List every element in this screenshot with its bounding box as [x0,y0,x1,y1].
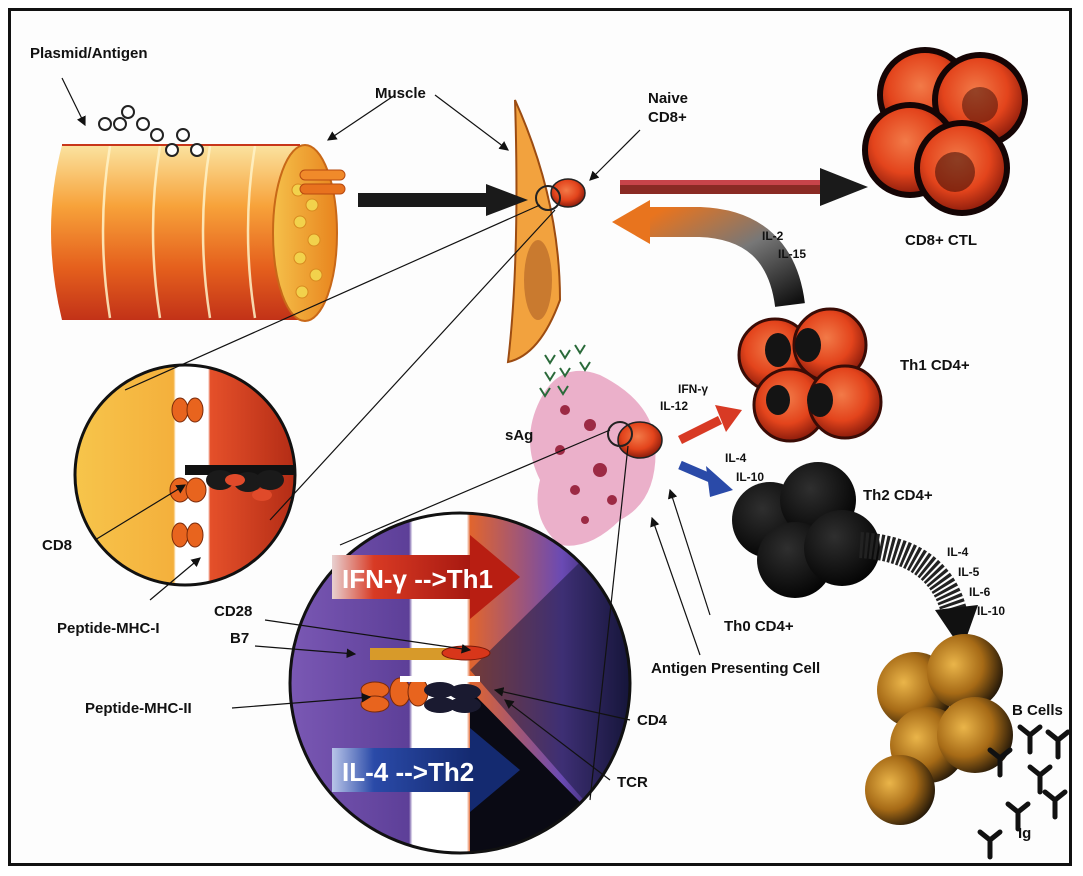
label-ifn-th1-arrow: IFN-γ -->Th1 [342,564,493,594]
label-il4-b: IL-4 [947,545,969,559]
arrow-naive-to-ctl [620,168,868,206]
th1-cd4-cluster [739,309,881,441]
label-il4-th2-arrow: IL-4 -->Th2 [342,757,474,787]
label-peptide-mhc1: Peptide-MHC-I [57,620,160,637]
label-plasmid-antigen: Plasmid/Antigen [30,45,148,62]
label-b-cells: B Cells [1012,702,1063,719]
label-il5: IL-5 [958,565,980,579]
antigen-presenting-cell [530,345,662,546]
label-il15: IL-15 [778,247,806,261]
label-il2: IL-2 [762,229,784,243]
label-il12: IL-12 [660,399,688,413]
naive-cd8-cell [551,179,585,207]
label-peptide-mhc2: Peptide-MHC-II [85,700,192,717]
label-naive: Naive [648,90,688,107]
label-tcr: TCR [617,774,648,791]
muscle-nucleus [524,240,552,320]
label-cd8: CD8 [42,537,72,554]
b-cells-cluster [865,634,1013,825]
cd8-ctl-cluster [865,50,1025,213]
label-ig: Ig [1018,825,1031,842]
label-cd28: CD28 [214,603,252,620]
label-il10-a: IL-10 [736,470,764,484]
arrow-to-th2 [680,465,733,497]
muscle-fiber-illustration [508,100,560,362]
label-th2-cd4: Th2 CD4+ [863,487,933,504]
label-cd8-ctl: CD8+ CTL [905,232,977,249]
curved-arrow-il2 [612,200,790,305]
label-b7: B7 [230,630,249,647]
zoom-circle-mhc1 [70,360,300,590]
label-sag: sAg [505,427,533,444]
th0-cd4-cell [618,422,662,458]
arrow-muscle-to-fiber [358,184,528,216]
label-il4-a: IL-4 [725,451,747,465]
label-apc: Antigen Presenting Cell [651,660,820,677]
label-th0-cd4: Th0 CD4+ [724,618,794,635]
label-naive-cd8: CD8+ [648,109,687,126]
label-il6: IL-6 [969,585,991,599]
label-il10-b: IL-10 [977,604,1005,618]
muscle-bundle-illustration [51,145,345,321]
label-ifn-gamma: IFN-γ [678,382,708,396]
arrow-to-th1 [680,405,742,440]
label-muscle: Muscle [375,85,426,102]
label-th1-cd4: Th1 CD4+ [900,357,970,374]
label-cd4: CD4 [637,712,668,729]
